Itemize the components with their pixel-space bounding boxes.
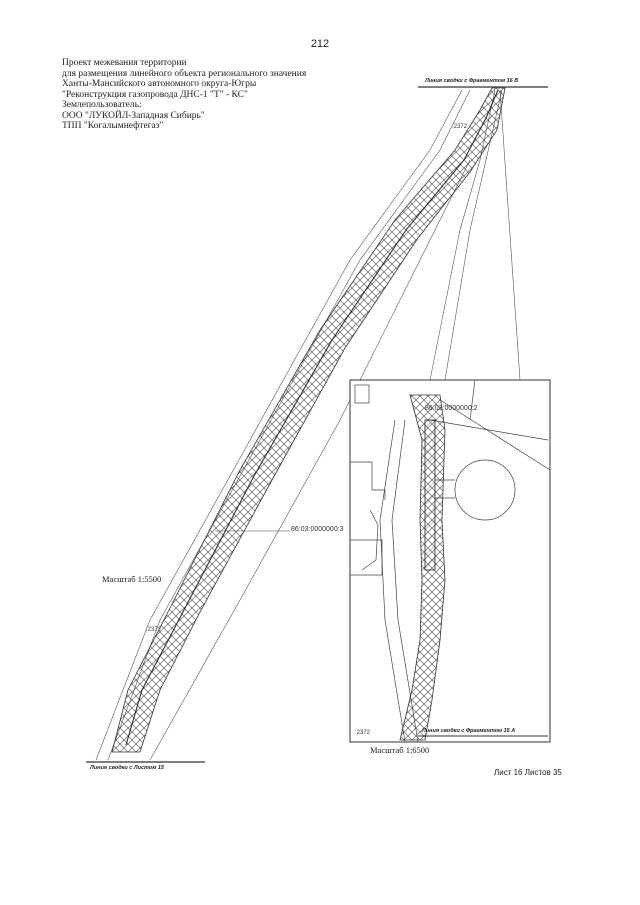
plot-label-inset: :2372 — [355, 730, 371, 736]
scale-main: Масштаб 1:5500 — [102, 574, 162, 584]
pipeline-corridor — [111, 87, 506, 753]
match-line-inset-label: Линия сводки с Фрагментом 15 А — [422, 728, 516, 734]
header-line-7: ТПП "Когалымнефтегаз" — [62, 121, 164, 131]
document-header: Проект межевания территории для размещен… — [62, 58, 306, 132]
cadastral-number-main: 86:03:0000000:3 — [291, 526, 344, 533]
header-line-6: ООО "ЛУКОЙЛ-Западная Сибирь" — [62, 110, 205, 121]
sheet-label: Лист 16 Листов 35 — [494, 768, 562, 777]
cadastral-number-inset: 86:03:0000000:2 — [425, 405, 478, 412]
header-line-2: для размещения линейного объекта региона… — [62, 68, 307, 79]
header-line-3: Ханты-Мансийского автономного округа-Югр… — [62, 79, 257, 89]
match-line-bottom-label: Линия сводки с Листом 15 — [90, 765, 164, 771]
header-line-5: Землепользователь: — [62, 100, 142, 110]
inset-drawing — [350, 379, 551, 743]
header-line-4: "Реконструкция газопровода ДНС-1 "Т" - К… — [62, 89, 248, 100]
match-line-top-label: Линия сводки с Фрагментом 16 В — [425, 78, 519, 84]
header-line-1: Проект межевания территории — [62, 58, 187, 68]
inset-frame — [349, 379, 551, 743]
scale-inset: Масштаб 1:6500 — [370, 745, 430, 755]
plot-label-left: :2372 — [146, 627, 162, 633]
plot-label-top: :2372 — [452, 124, 468, 130]
page-number: 212 — [310, 38, 330, 50]
